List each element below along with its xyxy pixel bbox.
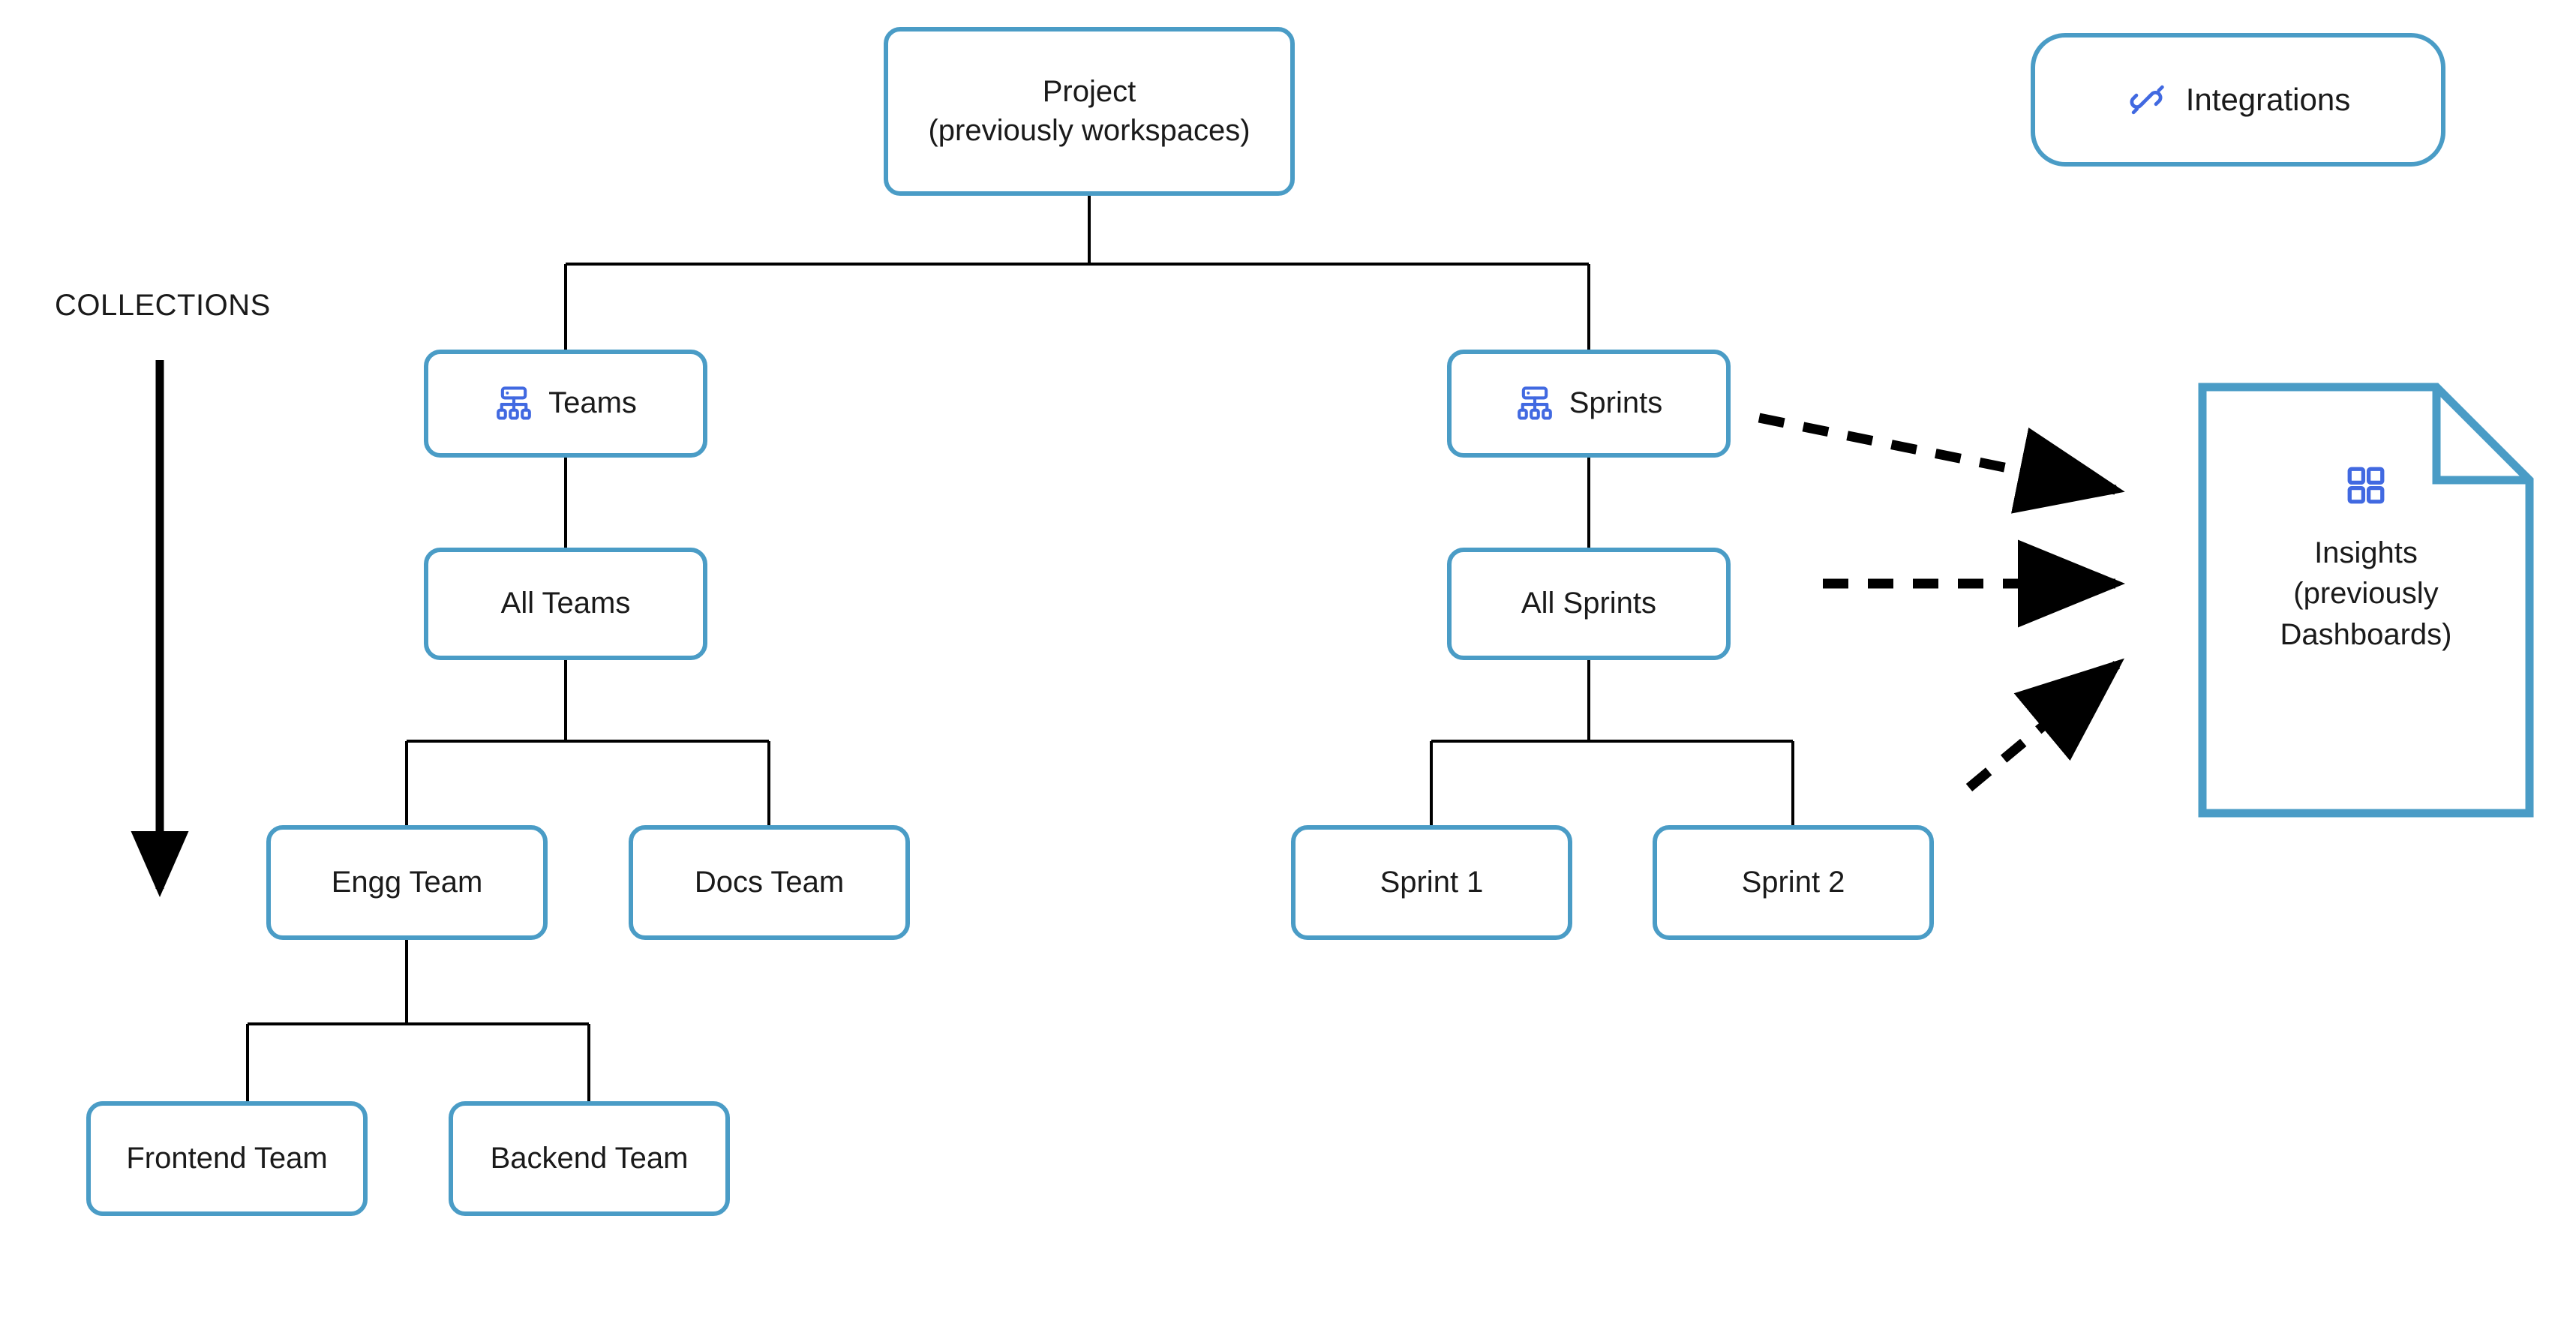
sprint-2-label: Sprint 2: [1741, 865, 1845, 899]
teams-node[interactable]: Teams: [424, 350, 707, 458]
edge-sprints-insights: [1758, 413, 2125, 514]
docs-team-node[interactable]: Docs Team: [629, 825, 910, 940]
sprint-1-node[interactable]: Sprint 1: [1291, 825, 1572, 940]
integrations-node[interactable]: Integrations: [2031, 33, 2445, 167]
hierarchy-icon: [1515, 384, 1554, 423]
teams-label: Teams: [548, 386, 637, 420]
backend-team-node[interactable]: Backend Team: [449, 1101, 730, 1216]
backend-team-label: Backend Team: [490, 1141, 689, 1175]
all-teams-node[interactable]: All Teams: [424, 548, 707, 660]
insights-node[interactable]: Insights (previously Dashboards): [2198, 383, 2534, 818]
edge-sprint2-insights: [1965, 658, 2124, 791]
hierarchy-icon: [494, 384, 533, 423]
docs-team-label: Docs Team: [694, 865, 845, 899]
project-label: Project (previously workspaces): [928, 75, 1250, 147]
project-node[interactable]: Project (previously workspaces): [884, 27, 1295, 196]
sprints-node[interactable]: Sprints: [1447, 350, 1731, 458]
all-sprints-node[interactable]: All Sprints: [1447, 548, 1731, 660]
integrations-label: Integrations: [2185, 82, 2351, 117]
engg-team-node[interactable]: Engg Team: [266, 825, 548, 940]
frontend-team-label: Frontend Team: [126, 1141, 328, 1175]
engg-team-label: Engg Team: [331, 865, 483, 899]
sprint-2-node[interactable]: Sprint 2: [1653, 825, 1934, 940]
sprint-1-label: Sprint 1: [1380, 865, 1484, 899]
all-teams-label: All Teams: [500, 587, 631, 620]
collections-label: COLLECTIONS: [55, 289, 271, 322]
sprints-label: Sprints: [1569, 386, 1663, 420]
document-folded-corner-shape: [2198, 383, 2534, 818]
plug-connector-icon: [2126, 80, 2166, 120]
all-sprints-label: All Sprints: [1521, 587, 1657, 620]
frontend-team-node[interactable]: Frontend Team: [86, 1101, 368, 1216]
